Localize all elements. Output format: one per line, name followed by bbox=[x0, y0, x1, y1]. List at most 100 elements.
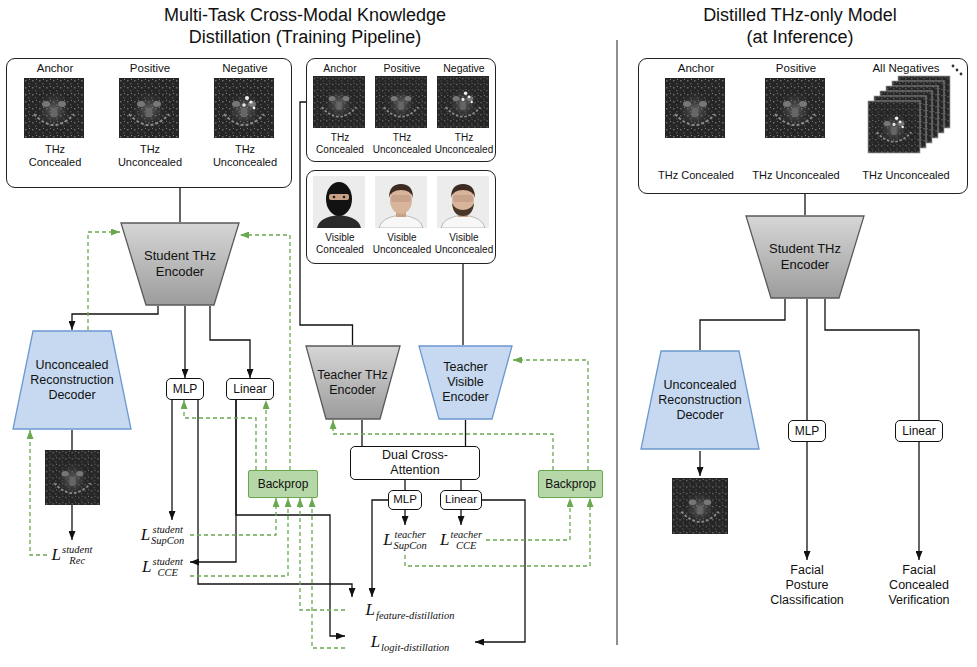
trapezoid-shape bbox=[121, 223, 239, 305]
loss-symbol: L bbox=[371, 632, 380, 652]
thz-image bbox=[665, 78, 725, 138]
decoder-trapezoid: Unconcealed Reconstruction Decoder bbox=[640, 350, 760, 450]
loss-term: LteacherSupCon bbox=[380, 525, 430, 555]
image-caption: THz Concealed bbox=[310, 132, 370, 155]
box-label: Linear bbox=[445, 493, 477, 507]
panel-divider bbox=[616, 40, 617, 645]
box-label: Unconcealed Reconstruction Decoder bbox=[26, 358, 118, 403]
data-flow-arrow bbox=[825, 299, 919, 420]
backprop-box: Backprop bbox=[248, 470, 318, 498]
loss-symbol: L bbox=[440, 530, 449, 550]
loss-index: studentRec bbox=[62, 544, 92, 566]
data-flow-arrow bbox=[236, 400, 345, 636]
output-label: Facial Posture Classification bbox=[762, 560, 852, 610]
reconstructed-image bbox=[45, 450, 100, 505]
loss-index: logit-distillation bbox=[381, 631, 449, 653]
text-wrapper: MLP bbox=[173, 382, 198, 396]
loss-term: LstudentCCE bbox=[135, 552, 190, 582]
loss-symbol: L bbox=[366, 600, 375, 620]
data-flow-arrow bbox=[198, 400, 352, 597]
backprop-arrow bbox=[88, 232, 120, 330]
image-caption: Anchor bbox=[646, 62, 746, 75]
text-wrapper: Llogit-distillation bbox=[371, 631, 450, 653]
image-caption: Visible Unconcealed bbox=[372, 232, 432, 255]
box-label: Backprop bbox=[545, 477, 596, 491]
reconstructed-image bbox=[672, 478, 728, 534]
loss-subscript: logit-distillation bbox=[381, 642, 449, 653]
loss-index: studentCCE bbox=[153, 556, 183, 578]
loss-term: LstudentSupCon bbox=[135, 520, 190, 550]
loss-term: Llogit-distillation bbox=[345, 629, 475, 655]
loss-index: studentSupCon bbox=[151, 524, 184, 546]
data-flow-arrow bbox=[72, 306, 158, 330]
face-photo bbox=[437, 176, 489, 228]
box-label: Facial Concealed Verification bbox=[881, 563, 957, 608]
text-wrapper: Backprop bbox=[545, 477, 596, 491]
text-wrapper: Backprop bbox=[258, 477, 309, 491]
box-label: Facial Posture Classification bbox=[769, 563, 845, 608]
image-caption: Positive bbox=[110, 62, 190, 75]
process-box: Dual Cross-Attention bbox=[350, 446, 480, 480]
backprop-arrow bbox=[513, 360, 588, 470]
data-flow-arrow bbox=[171, 400, 172, 520]
text-wrapper: Student THz Encoder bbox=[764, 241, 846, 272]
decoder-trapezoid: Unconcealed Reconstruction Decoder bbox=[12, 330, 132, 430]
text-wrapper: Teacher Visible Encoder bbox=[435, 360, 497, 405]
image-caption: Positive bbox=[372, 62, 432, 74]
loss-subscript: CCE bbox=[450, 540, 482, 551]
trapezoid-shape bbox=[419, 346, 512, 419]
process-box: MLP bbox=[166, 378, 204, 400]
image-caption: Anchor bbox=[15, 62, 95, 75]
text-wrapper: Linear bbox=[233, 382, 266, 396]
data-flow-arrow bbox=[806, 442, 807, 560]
backprop-arrow bbox=[190, 498, 276, 535]
thz-image bbox=[214, 78, 274, 138]
thz-image bbox=[375, 76, 427, 128]
trapezoid-shape bbox=[306, 346, 400, 419]
backprop-arrow bbox=[312, 498, 345, 648]
image-caption: Negative bbox=[434, 62, 494, 74]
text-wrapper: Dual Cross-Attention bbox=[363, 448, 467, 478]
panel-title: Distilled THz-only Model (at Inference) bbox=[695, 4, 905, 48]
thz-image bbox=[313, 76, 365, 128]
data-flow-arrow bbox=[71, 430, 72, 540]
image-caption: THz Unconcealed bbox=[210, 143, 280, 168]
face-photo bbox=[313, 176, 365, 228]
thz-image bbox=[898, 76, 950, 128]
image-group: AnchorPositiveNegativeTHz ConcealedTHz U… bbox=[306, 58, 496, 162]
box-label: MLP bbox=[795, 424, 820, 438]
image-group: AnchorPositiveAll NegativesTHz Concealed… bbox=[638, 58, 968, 194]
data-flow-arrow bbox=[918, 442, 919, 560]
thz-image bbox=[119, 78, 179, 138]
box-label: Student THz Encoder bbox=[764, 241, 846, 272]
image-caption: THz Unconcealed bbox=[746, 169, 846, 182]
loss-subscript: feature-distillation bbox=[376, 610, 454, 621]
thz-image bbox=[24, 78, 84, 138]
data-flow-arrow bbox=[179, 188, 180, 222]
loss-index: teacherCCE bbox=[450, 529, 482, 551]
diagram-title: Multi-Task Cross-Modal Knowledge Distill… bbox=[125, 4, 485, 48]
backprop-arrow bbox=[265, 400, 266, 470]
thz-image bbox=[880, 91, 932, 143]
image-frame bbox=[892, 81, 944, 133]
data-flow-arrow bbox=[462, 264, 463, 345]
image-frame bbox=[898, 76, 950, 128]
text-wrapper: Student THz Encoder bbox=[139, 248, 221, 279]
data-flow-arrow bbox=[700, 299, 785, 350]
box-label: Teacher Visible Encoder bbox=[435, 360, 497, 405]
backprop-box: Backprop bbox=[538, 470, 603, 498]
loss-subscript: SupCon bbox=[151, 535, 184, 546]
loss-superscript: student bbox=[153, 556, 183, 567]
data-flow-arrow bbox=[210, 306, 250, 378]
face-photo bbox=[375, 176, 427, 228]
loss-superscript: teacher bbox=[394, 529, 427, 540]
loss-subscript: SupCon bbox=[394, 540, 427, 551]
image-caption: THz Unconcealed bbox=[434, 132, 494, 155]
data-flow-arrow bbox=[804, 194, 805, 215]
text-wrapper: MLP bbox=[393, 493, 417, 507]
image-frame bbox=[868, 101, 920, 153]
text-wrapper: Facial Concealed Verification bbox=[881, 563, 957, 608]
trapezoid-shape bbox=[641, 351, 759, 449]
data-flow-arrow bbox=[404, 480, 405, 490]
